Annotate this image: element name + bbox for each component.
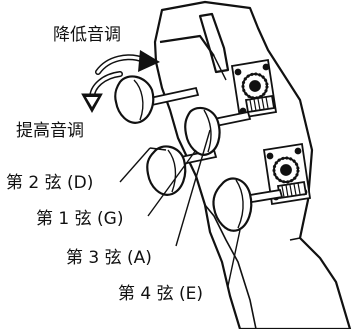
string-1-label: 第 1 弦 (G) bbox=[36, 209, 123, 229]
leader-lines bbox=[119, 129, 241, 287]
pegbox-cheek bbox=[204, 204, 301, 329]
string-4-label: 第 4 弦 (E) bbox=[118, 284, 203, 304]
raise-pitch-arrow bbox=[81, 71, 123, 114]
pegbox bbox=[153, 0, 352, 329]
peg-string-2 bbox=[114, 75, 155, 124]
lower-pitch-arrow bbox=[95, 50, 160, 75]
peg-string-1 bbox=[184, 106, 221, 156]
lower-pitch-label: 降低音调 bbox=[53, 25, 121, 45]
upper-gear-plate bbox=[230, 58, 278, 120]
peg-string-4 bbox=[212, 177, 253, 232]
peg-string-3 bbox=[146, 145, 187, 196]
string-2-label: 第 2 弦 (D) bbox=[6, 173, 93, 193]
string-3-label: 第 3 弦 (A) bbox=[66, 248, 152, 268]
raise-pitch-label: 提高音调 bbox=[16, 121, 84, 141]
lower-gear-plate bbox=[262, 142, 312, 206]
